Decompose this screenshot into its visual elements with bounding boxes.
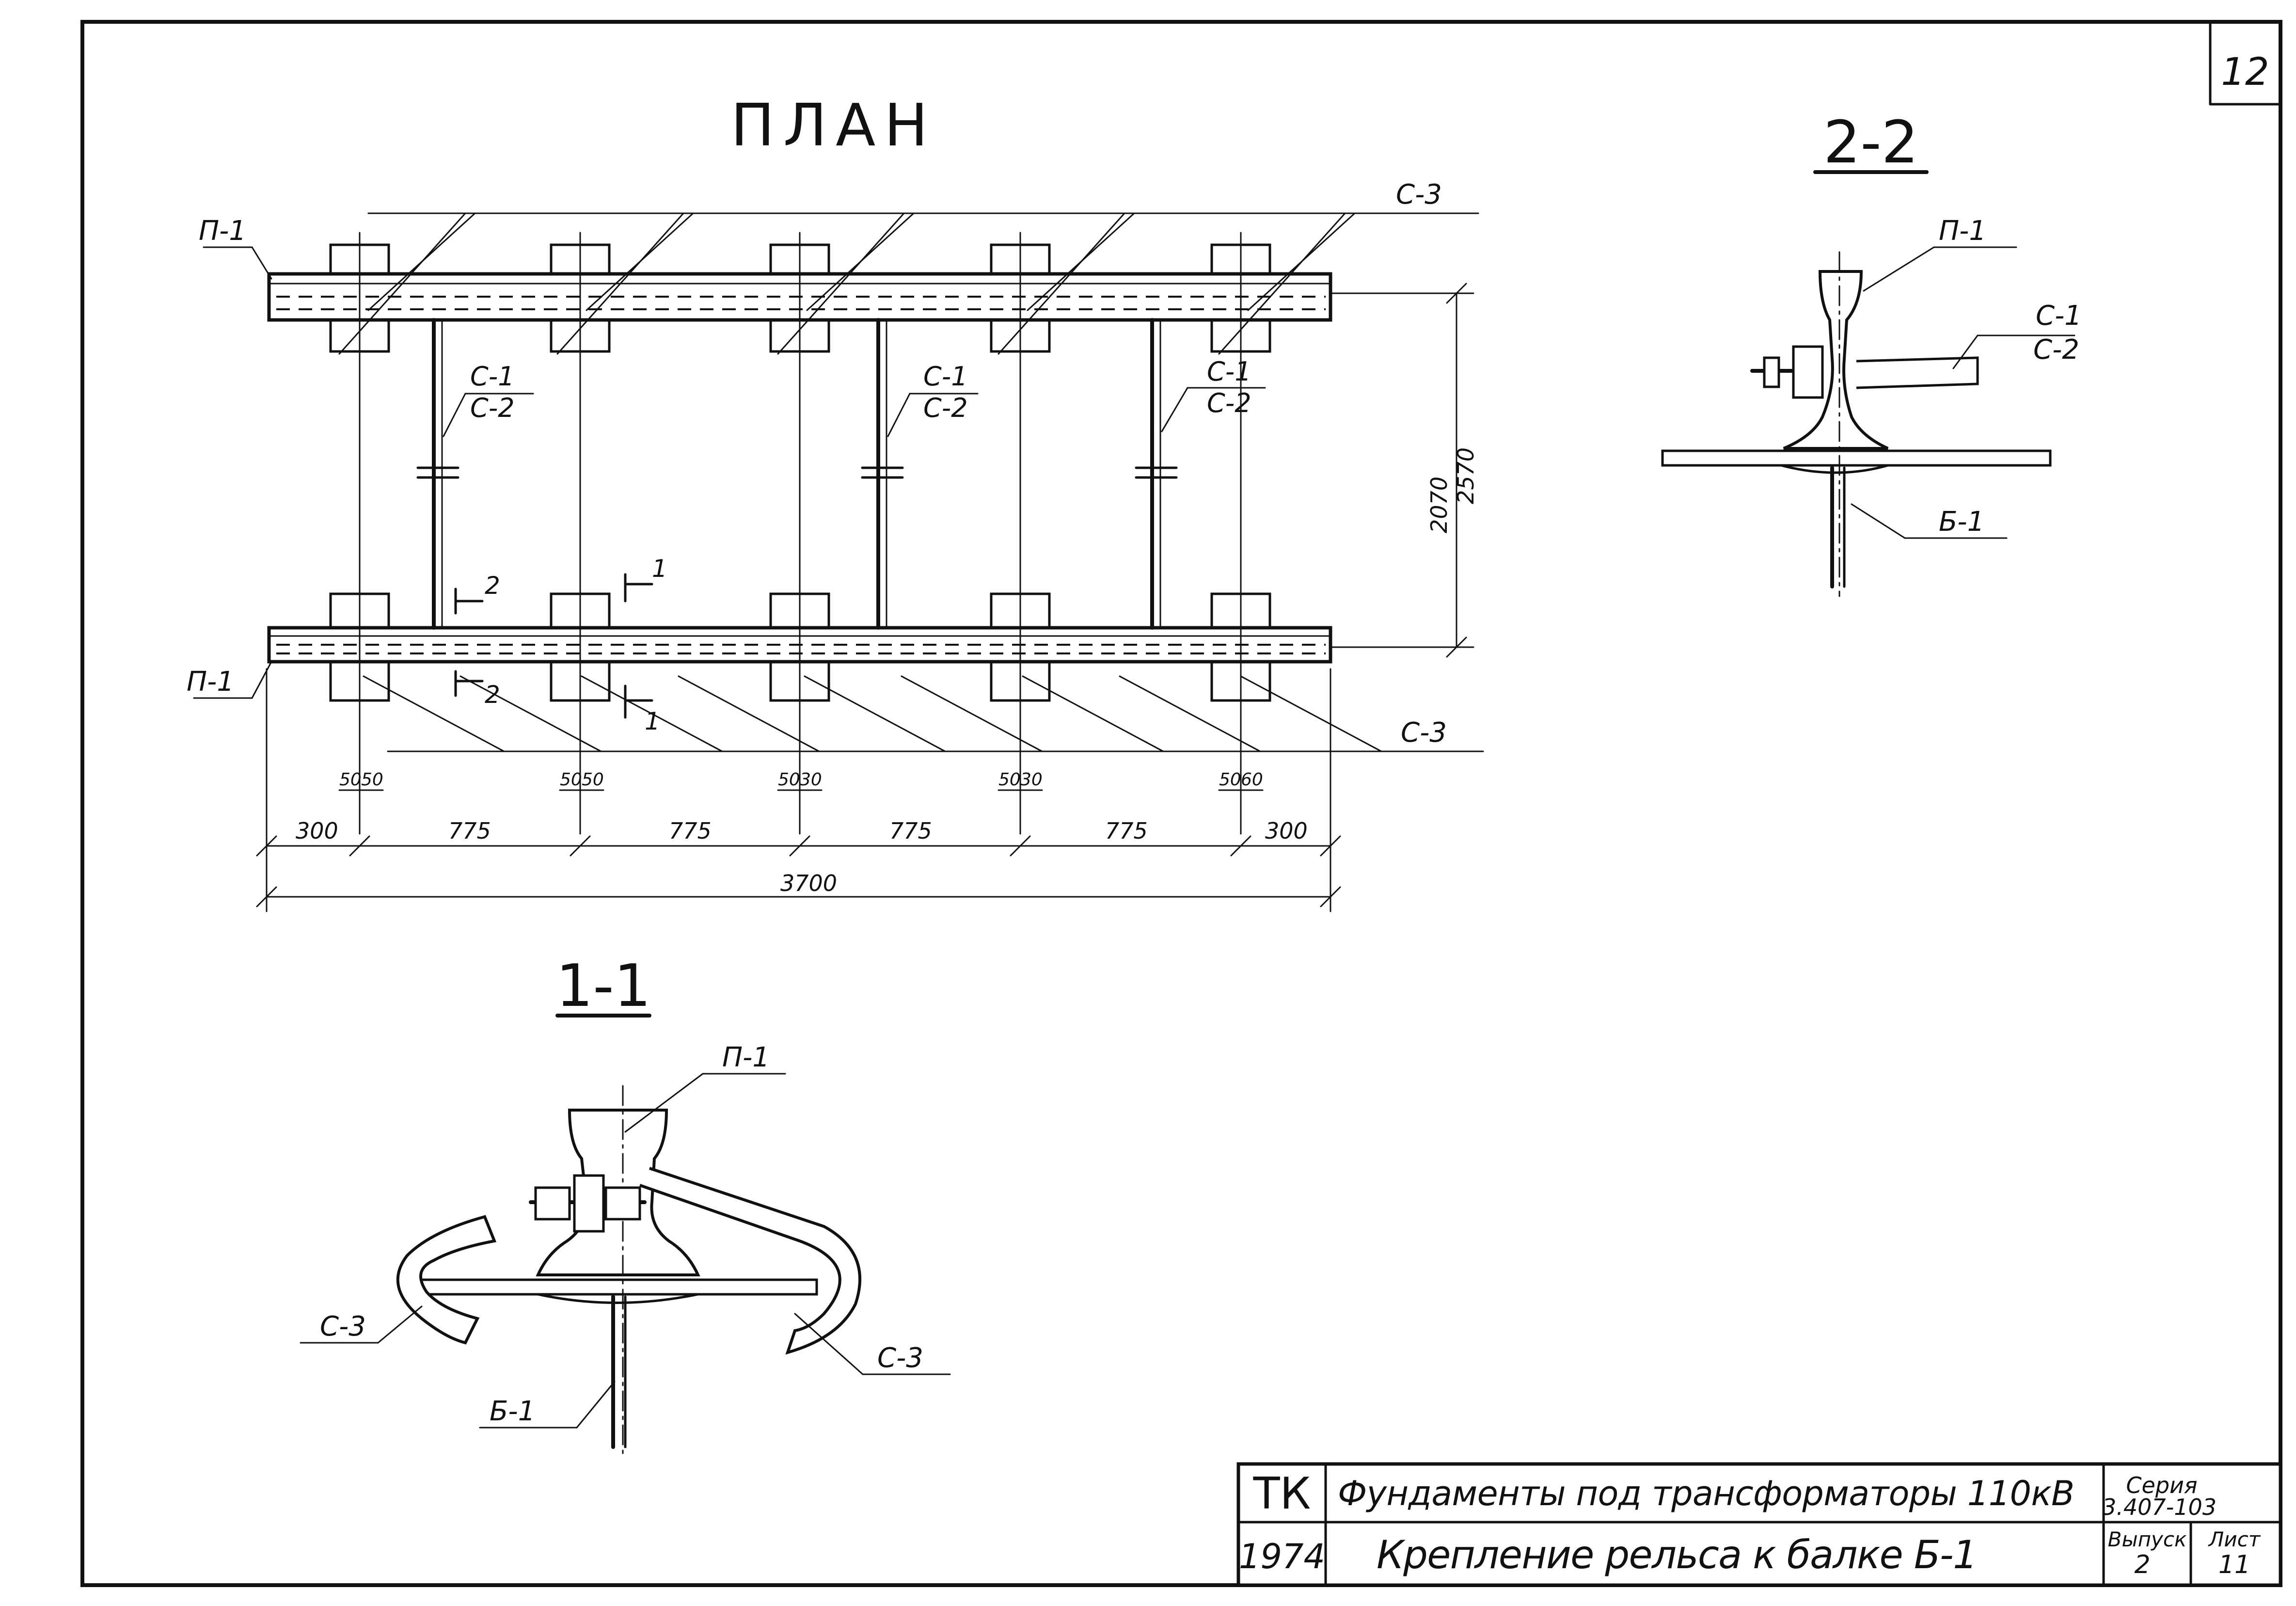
title-year: 1974 [1239,1537,1325,1576]
series-value: 3.407-103 [2102,1494,2217,1520]
label-p1-top: П-1 [199,215,246,247]
title-drawing: Крепление рельса к балке Б-1 [1377,1532,1978,1577]
svg-text:300: 300 [1265,818,1308,844]
tie [1135,318,1178,630]
dim-2570: 2570 [1453,447,1479,504]
label-c3-left: С-3 [320,1311,366,1342]
tie-label-top: С-1 [1207,356,1251,387]
dims-small: 50 50 50 50 50 30 50 30 50 60 [339,770,1263,790]
tie-label: С-1 С-2 [887,361,979,437]
issue-label: Выпуск [2108,1527,2187,1551]
tie-label: С-1 С-2 [1161,356,1266,432]
dim-2070: 2070 [1426,477,1452,533]
tie-label: С-1 С-2 [443,361,534,437]
dim-vertical [1330,283,1474,658]
title-org: ТК [1253,1468,1311,1519]
label-b1: Б-1 [490,1396,535,1427]
clamp-right [639,1167,862,1355]
svg-text:50: 50 [998,770,1021,790]
svg-text:50: 50 [361,770,383,790]
label-c3-top: С-3 [1396,179,1442,210]
clamp-left [396,1215,497,1345]
sheet-frame [80,20,2282,1587]
tie [861,318,904,630]
svg-text:775: 775 [1105,818,1148,844]
label-c2: С-2 [2033,334,2079,366]
dims-spacing: 300 775 775 775 775 300 [296,818,1308,844]
sheet-label: Лист [2208,1527,2261,1551]
svg-text:30: 30 [1020,770,1043,790]
tie-label-bottom: С-2 [923,393,968,423]
tie-label-bottom: С-2 [470,393,515,423]
tie-label-bottom: С-2 [1207,388,1251,418]
section-2-2: 2-2 П-1 С-1 С-2 Б-1 [1661,109,2082,597]
sheet-value: 11 [2218,1550,2250,1579]
label-p1: П-1 [722,1042,770,1073]
clamps-bottom [363,675,1484,752]
plan-title: ПЛАН [731,92,937,159]
sheet-number-box [2209,20,2282,106]
dim-chain [256,668,1341,912]
label-c3-right: С-3 [877,1342,923,1374]
svg-text:50: 50 [582,770,604,790]
rail-profile [1783,270,1889,450]
svg-text:50: 50 [1219,770,1241,790]
label-p1-bottom: П-1 [187,666,234,698]
svg-text:775: 775 [889,818,932,844]
title-block: ТК 1974 Фундаменты под трансформаторы 11… [1236,1462,2282,1587]
section-1-1-title: 1-1 [556,953,651,1020]
issue-value: 2 [2134,1550,2150,1579]
svg-text:775: 775 [448,818,491,844]
leader [251,661,272,699]
svg-text:300: 300 [296,818,338,844]
clamps-top [338,212,1479,355]
section-mark-1: 1 1 [624,555,667,735]
svg-text:30: 30 [800,770,822,790]
sheet-number: 12 [2221,50,2269,94]
tie [416,318,459,630]
title-project: Фундаменты под трансформаторы 110кВ [1338,1474,2074,1513]
plan-view: ПЛАН [187,92,1484,912]
section-1-1: 1-1 П-1 С-3 С-3 Б-1 [300,953,951,1455]
svg-text:2: 2 [485,681,500,709]
tie-label-top: С-1 [470,361,515,392]
label-c3-bottom: С-3 [1401,717,1447,748]
ties [416,318,1178,630]
leader [251,246,272,280]
dim-total: 3700 [780,870,837,896]
svg-text:50: 50 [560,770,582,790]
label-c1: С-1 [2036,300,2082,332]
svg-text:775: 775 [669,818,712,844]
svg-text:1: 1 [645,707,660,735]
plate-axes [359,232,1242,835]
svg-text:50: 50 [778,770,800,790]
section-mark-2: 2 2 [454,572,500,709]
svg-text:2: 2 [485,572,500,600]
svg-text:1: 1 [652,555,667,583]
tie-label-top: С-1 [923,361,968,392]
svg-text:50: 50 [339,770,362,790]
series-label: Серия [2126,1472,2197,1498]
svg-text:60: 60 [1241,770,1263,790]
label-b1: Б-1 [1939,506,1984,538]
label-p1: П-1 [1939,215,1986,247]
section-2-2-title: 2-2 [1823,109,1918,176]
